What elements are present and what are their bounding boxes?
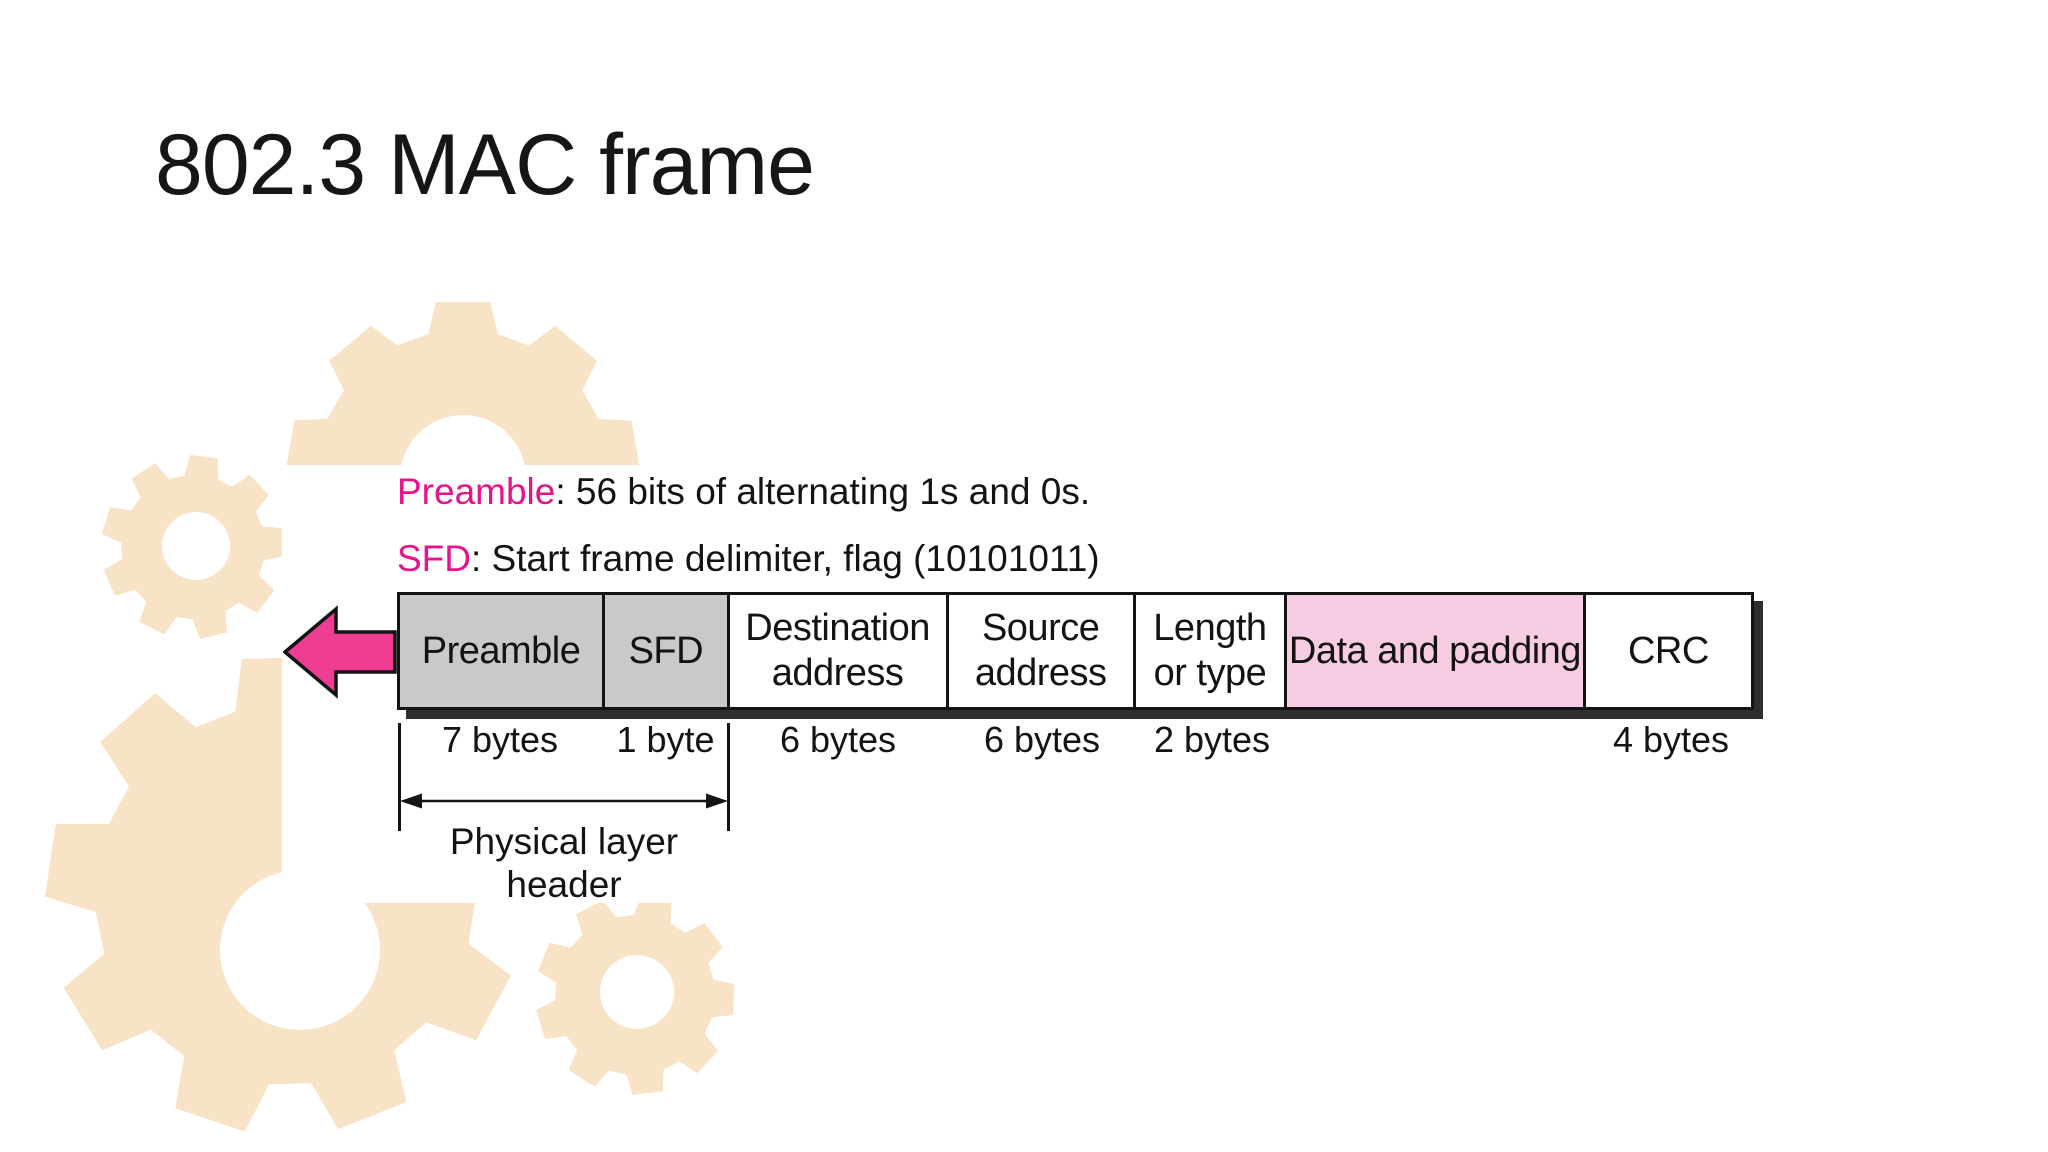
preamble-note-term: Preamble [397, 471, 556, 512]
frame-field-label: address [974, 652, 1107, 694]
frame-field-crc: CRC [1585, 595, 1751, 707]
physical-layer-span-arrow [400, 793, 728, 809]
frame-field-label: or type [1153, 652, 1267, 694]
sfd-note: SFD: Start frame delimiter, flag (101010… [397, 537, 1100, 581]
arrowhead-right-icon [706, 793, 728, 809]
frame-field-sfd: SFD [605, 595, 730, 707]
frame-field-label: Length [1153, 607, 1267, 649]
transmission-direction-arrow-icon [283, 605, 397, 699]
frame-field-label: CRC [1627, 629, 1709, 672]
byte-size-data-and-padding [1288, 720, 1588, 760]
frame-field-preamble: Preamble [400, 595, 606, 707]
sfd-note-text: : Start frame delimiter, flag (10101011) [471, 538, 1100, 579]
frame-field-data-and-padding: Data and padding [1287, 595, 1586, 707]
byte-sizes-row: 7 bytes 1 byte 6 bytes 6 bytes 2 bytes 4 byte… [397, 720, 1754, 760]
measure-tick-left [398, 723, 401, 831]
physical-layer-header-line1: Physical layer [449, 821, 679, 862]
byte-size-length-or-type: 2 bytes [1153, 719, 1271, 760]
sfd-note-term: SFD [397, 538, 471, 579]
measure-tick-right [727, 723, 730, 831]
arrowhead-left-icon [400, 793, 422, 809]
byte-size-crc: 4 bytes [1612, 719, 1730, 760]
byte-size-source-address: 6 bytes [983, 719, 1101, 760]
preamble-note-text: : 56 bits of alternating 1s and 0s. [555, 471, 1091, 512]
physical-layer-header-label: Physical layer header [397, 820, 731, 906]
slide-title: 802.3 MAC frame [155, 117, 815, 213]
frame-field-label: address [771, 652, 904, 694]
preamble-note: Preamble: 56 bits of alternating 1s and … [397, 470, 1090, 514]
frame-field-label: Data and padding [1288, 629, 1582, 672]
gear-bottom-small-hole [600, 955, 674, 1029]
gear-bottom-large-hole [220, 870, 380, 1030]
gear-left-hole [162, 512, 230, 580]
physical-layer-header-line2: header [506, 864, 622, 905]
frame-field-label: Destination [745, 607, 930, 649]
byte-size-sfd: 1 byte [616, 719, 715, 760]
frame-field-label: Source [981, 607, 1100, 649]
frame-field-label: Preamble [421, 629, 581, 672]
byte-size-destination-address: 6 bytes [779, 719, 897, 760]
frame-field-label: SFD [628, 629, 704, 672]
byte-size-preamble: 7 bytes [441, 719, 559, 760]
